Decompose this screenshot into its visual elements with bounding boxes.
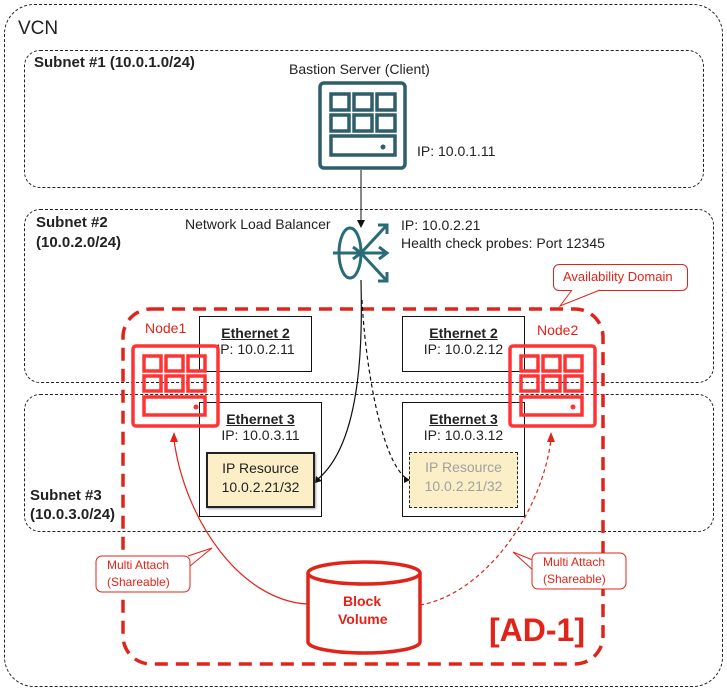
- node2-ip-resource-line1: IP Resource: [425, 459, 502, 475]
- node2-ethernet2-ip: IP: 10.0.2.12: [423, 341, 504, 357]
- node2-ethernet3-ip: IP: 10.0.3.12: [423, 427, 504, 443]
- nlb-title: Network Load Balancer: [185, 216, 331, 232]
- vcn-label: VCN: [18, 18, 59, 39]
- block-volume-label-line1: Block: [343, 593, 382, 609]
- nlb-health-check: Health check probes: Port 12345: [401, 235, 605, 251]
- subnet-1-label: Subnet #1 (10.0.1.0/24): [34, 54, 195, 71]
- subnet-2-label-line1: Subnet #2: [36, 214, 108, 231]
- multi-attach-left-line1: Multi Attach: [107, 558, 170, 572]
- availability-domain-callout: [553, 264, 688, 291]
- vcn-region: [4, 4, 723, 687]
- nlb-ip: IP: 10.0.2.21: [401, 217, 481, 233]
- bastion-title: Bastion Server (Client): [289, 61, 430, 77]
- multi-attach-right-line1: Multi Attach: [543, 555, 606, 569]
- availability-domain-callout-text: Availability Domain: [563, 269, 673, 284]
- node1-ethernet3-title: Ethernet 3: [226, 411, 295, 427]
- node1-label: Node1: [145, 320, 187, 336]
- node2-ip-resource: IP Resource 10.0.2.21/32: [409, 452, 518, 508]
- node1-ip-resource-line2: 10.0.2.21/32: [221, 479, 300, 495]
- subnet-2-label-line2: (10.0.2.0/24): [36, 234, 122, 251]
- node1-ip-resource: IP Resource 10.0.2.21/32: [206, 452, 315, 508]
- availability-domain-label: [AD-1]: [489, 612, 585, 648]
- node1-ip-resource-line1: IP Resource: [222, 460, 299, 476]
- node1-ethernet2-title: Ethernet 2: [221, 325, 290, 341]
- node2-ethernet3-title: Ethernet 3: [429, 411, 498, 427]
- node2-ethernet2-title: Ethernet 2: [429, 325, 498, 341]
- subnet-2-region: [24, 209, 714, 383]
- node1-ethernet2-box: Ethernet 2 IP: 10.0.2.11: [199, 316, 312, 372]
- subnet-1-region: [24, 50, 704, 188]
- subnet-3-label-line1: Subnet #3: [30, 487, 102, 504]
- subnet-3-region: [24, 394, 714, 532]
- node2-label: Node2: [537, 322, 579, 338]
- multi-attach-right-line2: (Shareable): [543, 572, 606, 586]
- node1-ethernet3-ip: IP: 10.0.3.11: [221, 427, 300, 443]
- subnet-3-label-line2: (10.0.3.0/24): [30, 506, 116, 523]
- node2-ip-resource-line2: 10.0.2.21/32: [424, 478, 503, 494]
- node2-ethernet2-box: Ethernet 2 IP: 10.0.2.12: [402, 316, 525, 372]
- multi-attach-left-line2: (Shareable): [107, 575, 170, 589]
- bastion-ip: IP: 10.0.1.11: [417, 143, 496, 159]
- block-volume-label-line2: Volume: [338, 611, 388, 627]
- node1-ethernet2-ip: IP: 10.0.2.11: [216, 341, 295, 357]
